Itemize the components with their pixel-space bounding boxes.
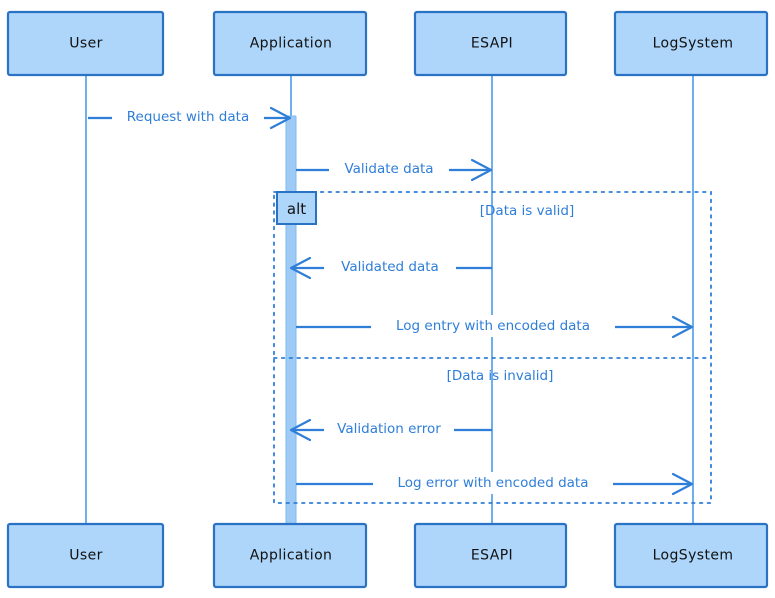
- message-label-backdrop: [371, 315, 615, 337]
- message-request-with-data: Request with data: [88, 106, 292, 130]
- participant-label: Application: [250, 548, 333, 564]
- message-label-backdrop: [112, 106, 264, 128]
- participant-box[interactable]: [212, 10, 368, 77]
- participant-box[interactable]: [413, 10, 568, 77]
- activations-layer: [285, 115, 297, 526]
- participant-box[interactable]: [6, 522, 165, 589]
- message-label-backdrop: [324, 418, 454, 440]
- participant-box[interactable]: [212, 522, 368, 589]
- participant-application-top[interactable]: Application: [212, 10, 368, 77]
- arrowhead-right: [470, 158, 493, 182]
- arrowhead-left: [289, 418, 312, 442]
- message-label-backdrop: [329, 158, 449, 180]
- participant-user-bottom[interactable]: User: [6, 522, 165, 589]
- arrowhead-right: [269, 106, 292, 130]
- participant-box[interactable]: [613, 10, 769, 77]
- participant-application-bottom[interactable]: Application: [212, 522, 368, 589]
- message-label: Log entry with encoded data: [396, 318, 590, 334]
- message-label: Validation error: [337, 421, 441, 437]
- participant-label: LogSystem: [653, 36, 734, 52]
- message-label-backdrop: [324, 256, 456, 278]
- alt-fragment-frame: [273, 191, 712, 504]
- participants-top: User Application ESAPI LogSystem: [6, 10, 769, 77]
- participant-logsystem-top[interactable]: LogSystem: [613, 10, 769, 77]
- message-label: Validate data: [344, 161, 433, 177]
- arrowhead-left: [289, 256, 312, 280]
- activation-bar-application: [285, 115, 297, 526]
- message-label: Log error with encoded data: [398, 475, 589, 491]
- arrowhead-right: [671, 315, 694, 339]
- lifelines-layer: [85, 76, 694, 525]
- participant-label: ESAPI: [471, 548, 513, 564]
- message-label: Validated data: [341, 259, 439, 275]
- message-label-backdrop: [373, 472, 613, 494]
- participant-label: User: [69, 548, 103, 564]
- participant-label: ESAPI: [471, 36, 513, 52]
- participant-esapi-top[interactable]: ESAPI: [413, 10, 568, 77]
- message-validate-data: Validate data: [296, 158, 493, 182]
- participant-label: Application: [250, 36, 333, 52]
- participant-box[interactable]: [613, 522, 769, 589]
- messages-layer: Request with data Validate data Validate…: [88, 106, 694, 496]
- message-validation-error: Validation error: [289, 418, 492, 442]
- message-validated-data: Validated data: [289, 256, 492, 280]
- alt-fragment-tag-box: [276, 191, 317, 225]
- message-log-entry-with-encoded-data: Log entry with encoded data: [296, 315, 694, 339]
- participant-box[interactable]: [413, 522, 568, 589]
- participant-user-top[interactable]: User: [6, 10, 165, 77]
- participant-box[interactable]: [6, 10, 165, 77]
- participants-bottom: User Application ESAPI LogSystem: [6, 522, 769, 589]
- participant-label: LogSystem: [653, 548, 734, 564]
- alt-fragment: alt [Data is valid] [Data is invalid]: [273, 191, 712, 504]
- alt-branch-condition-valid: [Data is valid]: [480, 203, 574, 219]
- participant-label: User: [69, 36, 103, 52]
- message-log-error-with-encoded-data: Log error with encoded data: [296, 472, 694, 496]
- participant-esapi-bottom[interactable]: ESAPI: [413, 522, 568, 589]
- participant-logsystem-bottom[interactable]: LogSystem: [613, 522, 769, 589]
- alt-branch-condition-invalid: [Data is invalid]: [447, 368, 554, 384]
- arrowhead-right: [671, 472, 694, 496]
- alt-fragment-tag-label: alt: [287, 200, 306, 218]
- message-label: Request with data: [127, 109, 249, 125]
